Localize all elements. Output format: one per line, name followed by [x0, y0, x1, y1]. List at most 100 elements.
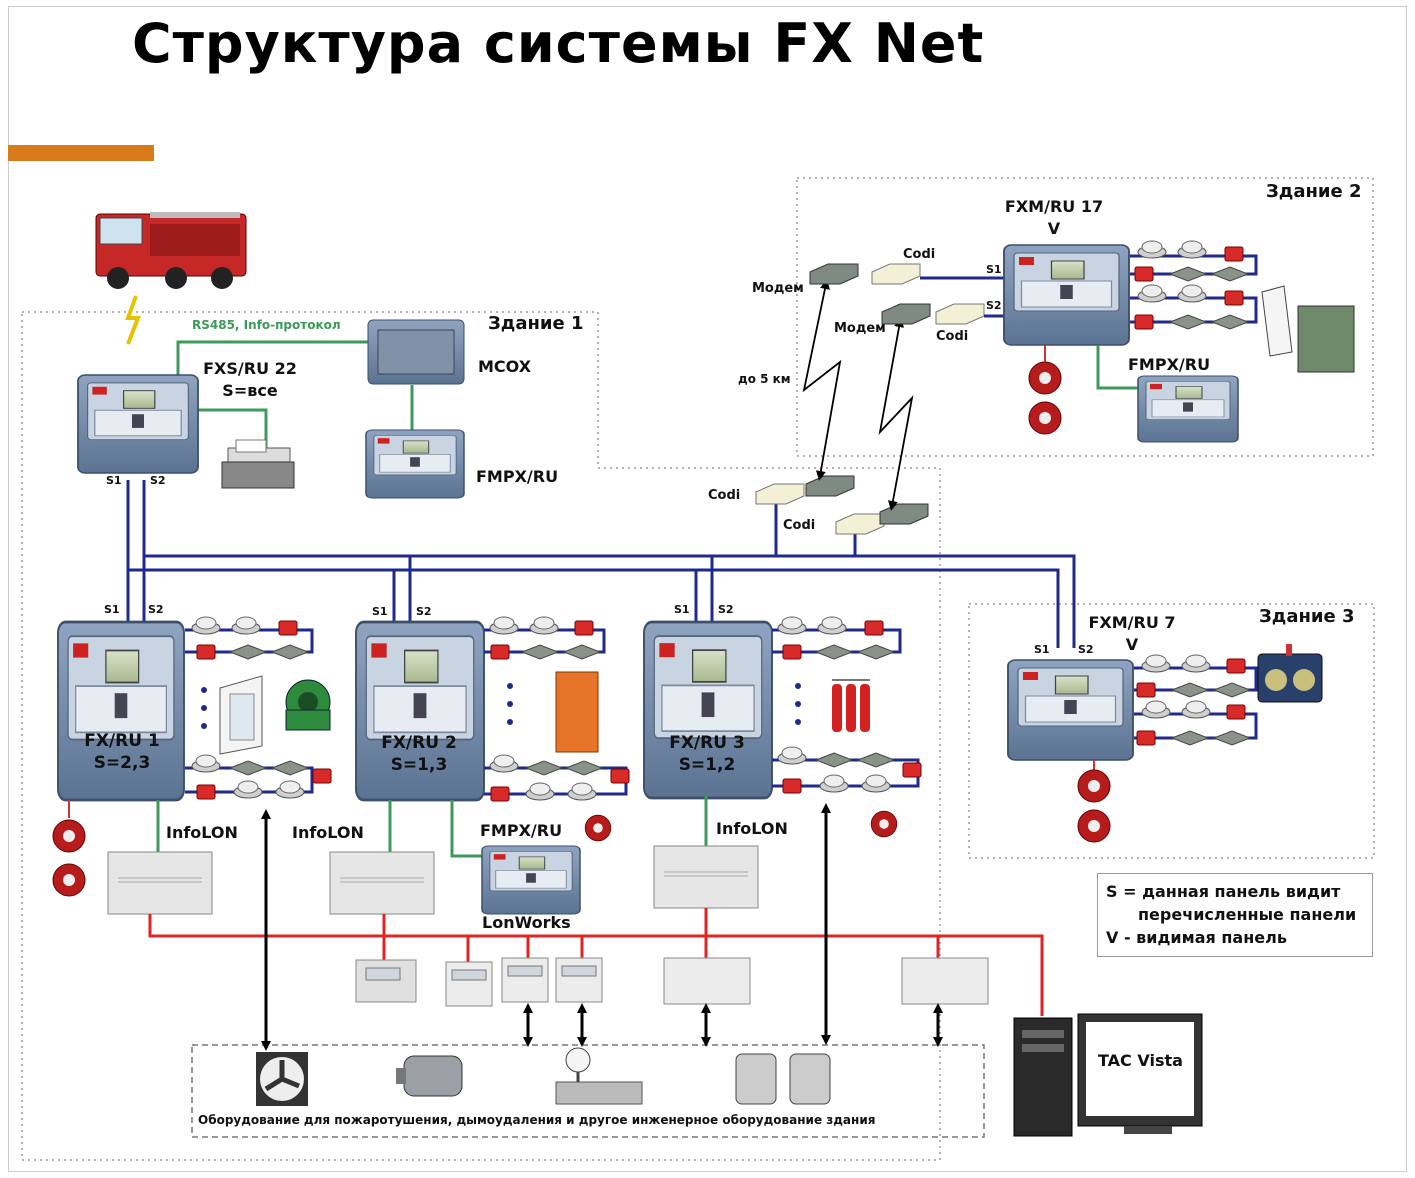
fxm7-s2-label: S2: [1078, 643, 1094, 656]
fxm17-panel: [1003, 244, 1130, 346]
siren-fx2: [584, 814, 612, 842]
accent-bar: [8, 145, 154, 161]
ellipsis-dots: [201, 683, 801, 729]
siren-fx1-2: [52, 863, 86, 897]
devices-b2: [1134, 240, 1249, 330]
legend-line-2: перечисленные панели: [1138, 905, 1357, 924]
codi-top-1: [871, 263, 921, 285]
siren-fx3: [870, 810, 898, 838]
fmpx-b2-panel: [1137, 375, 1239, 443]
fmpx-b2-label: FMPX/RU: [1128, 355, 1211, 374]
window-icon: [219, 675, 263, 755]
siren-fx1-1: [52, 819, 86, 853]
tac-vista-label: TAC Vista: [1098, 1051, 1183, 1070]
modem-top-1: [809, 263, 859, 285]
fx1-s2-label: S2: [148, 603, 164, 616]
modem-mid-1: [805, 475, 855, 497]
fx3-s2-label: S2: [718, 603, 734, 616]
legend-line-1: S = данная панель видит: [1106, 882, 1341, 901]
fx3-s1-label: S1: [674, 603, 690, 616]
codi-mid-2: [835, 513, 885, 535]
fxm17-fmpx-line: [1096, 345, 1140, 390]
lonworks-gateway-3: [653, 845, 759, 909]
gas-detector-icon: [1257, 644, 1323, 703]
fx2-s2-label: S2: [416, 605, 432, 618]
infolon-1-label: InfoLON: [166, 823, 238, 842]
codi-top-1-label: Codi: [903, 247, 936, 262]
access-door-icon: [1261, 285, 1355, 373]
fire-truck-icon: [95, 212, 247, 289]
fxm7-panel: [1007, 659, 1134, 761]
building-2-boundary: [796, 177, 1374, 457]
pc-tower-icon: [1013, 1017, 1073, 1137]
mcox-panel: [367, 319, 465, 385]
building-1-label: Здание 1: [488, 313, 584, 334]
pumps-icon: [735, 1053, 831, 1105]
fx3-sub: S=1,2: [678, 755, 736, 775]
fxm17-sub: V: [1047, 219, 1061, 238]
fxm17-s2-label: S2: [986, 299, 1002, 312]
modem-2-label: Модем: [834, 321, 886, 336]
fmpx-mid-panel: [481, 845, 581, 915]
lonworks-label: LonWorks: [482, 913, 571, 932]
fx3-name: FX/RU 3: [669, 733, 745, 753]
fx1-name: FX/RU 1: [84, 731, 160, 751]
lonworks-bus: [148, 908, 1044, 1016]
modem-top-2: [881, 303, 931, 325]
gas-cylinders-icon: [832, 679, 870, 732]
fx1-sub: S=2,3: [93, 753, 151, 773]
siren-b3-1: [1077, 769, 1111, 803]
fx2-name: FX/RU 2: [381, 733, 457, 753]
building-1-boundary: [21, 311, 941, 1161]
fmpx-b1-label: FMPX/RU: [476, 467, 559, 486]
codi-top-2: [935, 303, 985, 325]
fxm7-sub: V: [1125, 635, 1139, 654]
page-title: Структура системы FX Net: [132, 12, 985, 75]
fxnet-bus: [126, 480, 1076, 648]
fan-icon: [256, 1052, 308, 1106]
printer-icon: [221, 439, 295, 489]
fx2-s1-label: S1: [372, 605, 388, 618]
radio-link-2: [878, 317, 914, 511]
legend-line-3: V - видимая панель: [1106, 928, 1287, 947]
codi-mid-1-label: Codi: [708, 488, 741, 503]
fxs-sub: S=все: [222, 381, 278, 400]
equipment-area: [191, 1044, 985, 1138]
building-2-label: Здание 2: [1266, 181, 1362, 202]
fxm7-s1-label: S1: [1034, 643, 1050, 656]
siren-b2-1: [1028, 361, 1062, 395]
printer-line: [198, 408, 268, 450]
codi-top-2-label: Codi: [936, 329, 969, 344]
fxm7-name: FXM/RU 7: [1088, 613, 1176, 632]
smoke-fan-icon: [285, 679, 331, 731]
codi-mid-1: [755, 483, 805, 505]
mcox-label: MCOX: [478, 357, 532, 376]
lonworks-gateway-2: [329, 851, 435, 915]
valve-icon: [555, 1047, 643, 1105]
din-modules: [355, 957, 989, 1007]
fmpx-mid-label: FMPX/RU: [480, 821, 563, 840]
fxs-s2-label: S2: [150, 474, 166, 487]
modem-mid-2: [879, 503, 929, 525]
devices-b3: [1136, 654, 1251, 746]
fxs-name: FXS/RU 22: [203, 359, 297, 378]
radio-link-1: [802, 279, 842, 481]
motor-icon: [396, 1055, 463, 1097]
fire-door-icon: [555, 671, 599, 753]
modem-1-label: Модем: [752, 281, 804, 296]
lonworks-gateway-1: [107, 851, 213, 915]
rs485-line: [176, 340, 368, 378]
slide-frame: [8, 6, 1407, 1172]
fxm17-s1-label: S1: [986, 263, 1002, 276]
fxs-s1-label: S1: [106, 474, 122, 487]
building-3-label: Здание 3: [1259, 606, 1355, 627]
rs485-label: RS485, Info-протокол: [192, 318, 341, 332]
siren-b3-2: [1077, 809, 1111, 843]
monitor-icon: [1077, 1013, 1203, 1134]
infolon-2-label: InfoLON: [292, 823, 364, 842]
control-arrows: [261, 803, 943, 1051]
legend-box: S = данная панель видит перечисленные па…: [1097, 873, 1373, 957]
fmpx-b1-panel: [365, 429, 465, 499]
fxs-panel: [77, 374, 199, 474]
